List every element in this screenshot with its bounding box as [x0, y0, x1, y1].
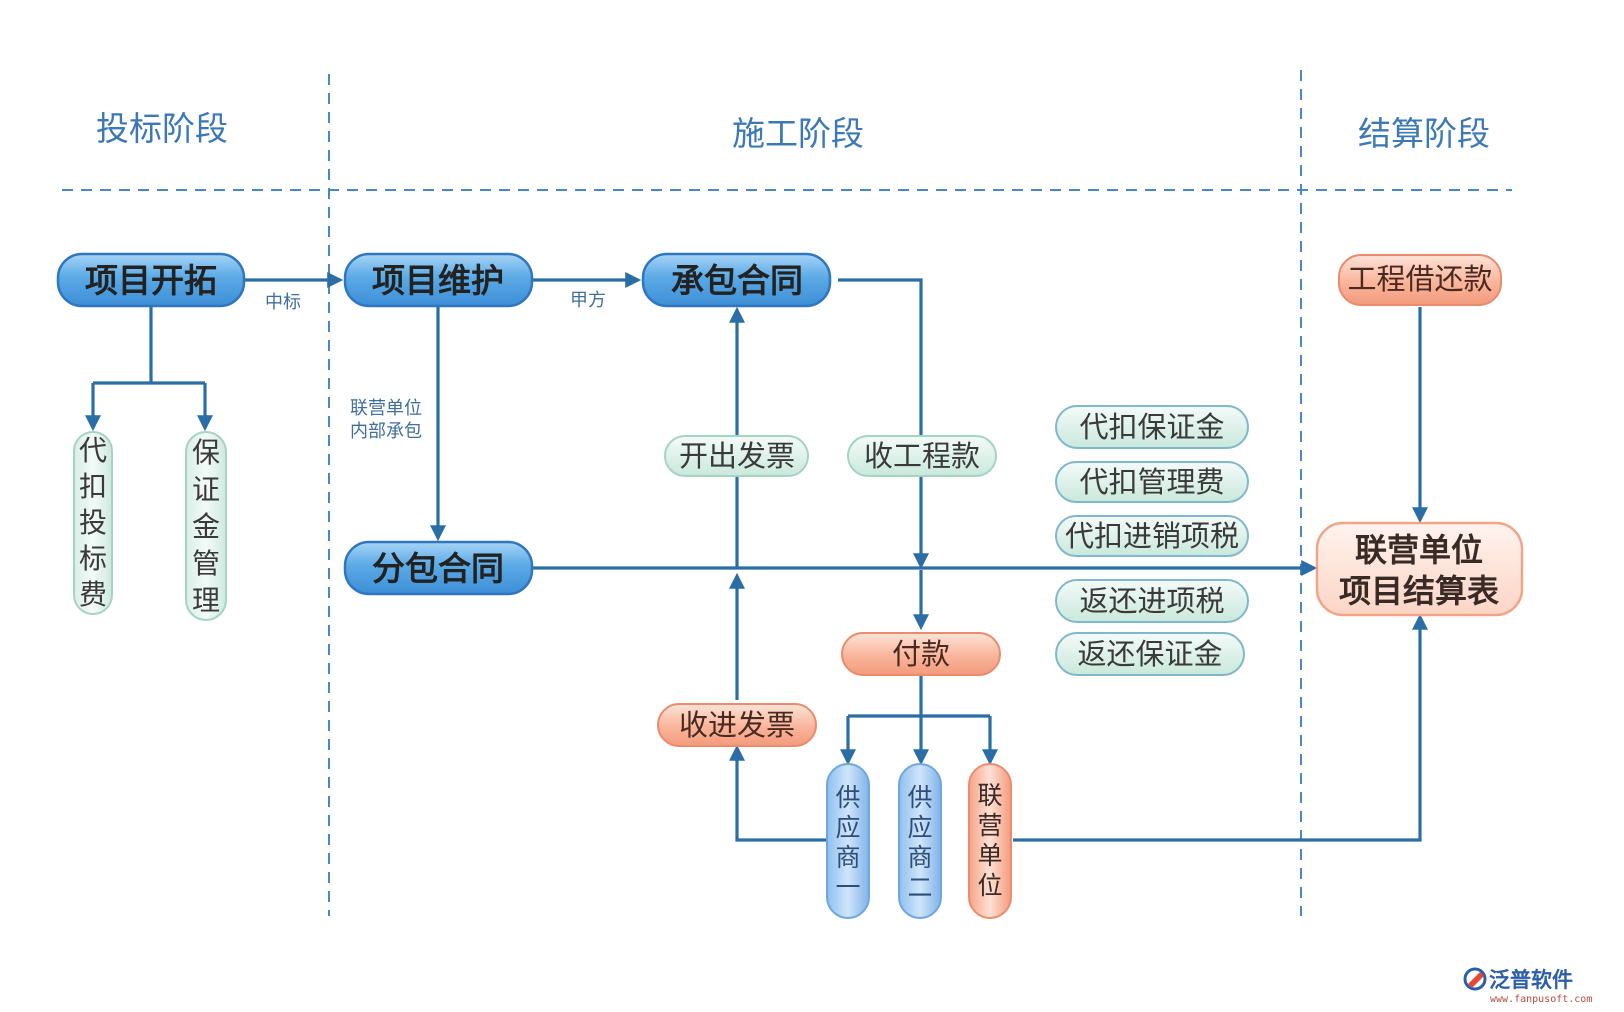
char-1: 扣 — [79, 470, 107, 503]
char-3: 一 — [835, 873, 860, 902]
node-supplier-one-text: 供 应 商 一 — [835, 783, 860, 902]
node-joint-unit[interactable]: 联 营 单 位 — [968, 763, 1012, 919]
node-deposit-mgmt-text: 保 证 金 管 理 — [192, 436, 220, 617]
char-2: 商 — [907, 843, 932, 872]
phase-title-bidding: 投标阶段 — [96, 109, 228, 148]
node-joint-unit-text: 联 营 单 位 — [977, 781, 1002, 900]
node-payment[interactable]: 付款 — [841, 632, 1001, 676]
node-issue-invoice-label: 开出发票 — [679, 439, 795, 473]
node-payment-label: 付款 — [892, 637, 950, 671]
logo-icon — [1463, 967, 1487, 991]
node-sub-contract-label: 分包合同 — [372, 549, 504, 588]
node-withhold-deposit[interactable]: 代扣保证金 — [1055, 405, 1249, 449]
char-1: 证 — [192, 473, 220, 506]
node-receive-invoice-label: 收进发票 — [679, 708, 795, 742]
arrow-contract-to-receive-payment — [838, 278, 929, 570]
phase-title-construction: 施工阶段 — [732, 114, 864, 153]
node-withhold-bid-fee[interactable]: 代 扣 投 标 费 — [73, 431, 113, 615]
node-settlement-label-line2: 项目结算表 — [1339, 572, 1499, 610]
char-2: 单 — [977, 841, 1002, 870]
label-internal-contract: 内部承包 — [350, 421, 422, 442]
node-supplier-one[interactable]: 供 应 商 一 — [826, 763, 870, 919]
char-2: 投 — [79, 506, 107, 539]
node-project-maintain-label: 项目维护 — [372, 261, 504, 300]
node-project-develop-label: 项目开拓 — [85, 261, 217, 300]
char-1: 应 — [835, 813, 860, 842]
char-0: 供 — [835, 783, 860, 812]
node-withhold-mgmt-fee[interactable]: 代扣管理费 — [1055, 461, 1249, 503]
char-0: 供 — [907, 783, 932, 812]
node-withhold-vat-label: 代扣进销项税 — [1065, 519, 1239, 553]
logo-name: 泛普软件 — [1489, 968, 1573, 992]
node-receive-payment[interactable]: 收工程款 — [847, 435, 997, 477]
arrow-supplier-to-receive-invoice — [729, 744, 828, 842]
node-settlement-label-line1: 联营单位 — [1355, 531, 1483, 569]
connectors — [85, 272, 1428, 842]
char-4: 费 — [79, 578, 107, 611]
node-return-deposit[interactable]: 返还保证金 — [1055, 632, 1245, 676]
char-3: 管 — [192, 547, 220, 580]
node-return-input-tax[interactable]: 返还进项税 — [1055, 579, 1249, 623]
node-return-deposit-label: 返还保证金 — [1077, 637, 1222, 671]
node-withhold-vat[interactable]: 代扣进销项税 — [1055, 515, 1249, 557]
node-issue-invoice[interactable]: 开出发票 — [664, 435, 809, 477]
char-3: 位 — [977, 871, 1002, 900]
node-loan-repay[interactable]: 工程借还款 — [1338, 254, 1502, 306]
node-receive-payment-label: 收工程款 — [864, 439, 980, 473]
label-party-a: 甲方 — [570, 290, 606, 311]
node-return-input-tax-label: 返还进项税 — [1079, 584, 1224, 618]
node-main-contract-label: 承包合同 — [671, 261, 803, 300]
node-sub-contract[interactable]: 分包合同 — [343, 540, 534, 596]
char-0: 保 — [192, 436, 220, 469]
char-1: 应 — [907, 813, 932, 842]
node-withhold-mgmt-fee-label: 代扣管理费 — [1079, 465, 1224, 499]
char-4: 理 — [192, 584, 220, 617]
char-2: 金 — [192, 510, 220, 543]
char-2: 商 — [835, 843, 860, 872]
node-deposit-mgmt[interactable]: 保 证 金 管 理 — [185, 431, 227, 621]
char-0: 联 — [977, 781, 1002, 810]
node-supplier-two[interactable]: 供 应 商 二 — [898, 763, 942, 919]
node-project-develop[interactable]: 项目开拓 — [56, 252, 246, 308]
label-won-bid: 中标 — [265, 292, 301, 313]
node-withhold-deposit-label: 代扣保证金 — [1079, 410, 1224, 444]
node-receive-invoice[interactable]: 收进发票 — [657, 703, 817, 747]
brand-logo: 泛普软件 www.fanpusoft.com — [1463, 967, 1592, 1005]
node-project-maintain[interactable]: 项目维护 — [343, 252, 534, 308]
node-loan-repay-label: 工程借还款 — [1347, 262, 1492, 296]
node-supplier-two-text: 供 应 商 二 — [907, 783, 932, 902]
arrow-joint-unit-to-settlement — [1013, 613, 1428, 842]
node-settlement-table[interactable]: 联营单位 项目结算表 — [1315, 521, 1524, 617]
node-withhold-bid-fee-text: 代 扣 投 标 费 — [79, 434, 107, 611]
char-3: 标 — [79, 542, 107, 575]
logo-url: www.fanpusoft.com — [1490, 994, 1592, 1005]
char-1: 营 — [977, 811, 1002, 840]
node-main-contract[interactable]: 承包合同 — [641, 252, 832, 308]
char-0: 代 — [79, 434, 107, 467]
char-3: 二 — [907, 873, 932, 902]
phase-title-settlement: 结算阶段 — [1358, 114, 1490, 153]
label-joint-unit: 联营单位 — [350, 398, 422, 419]
